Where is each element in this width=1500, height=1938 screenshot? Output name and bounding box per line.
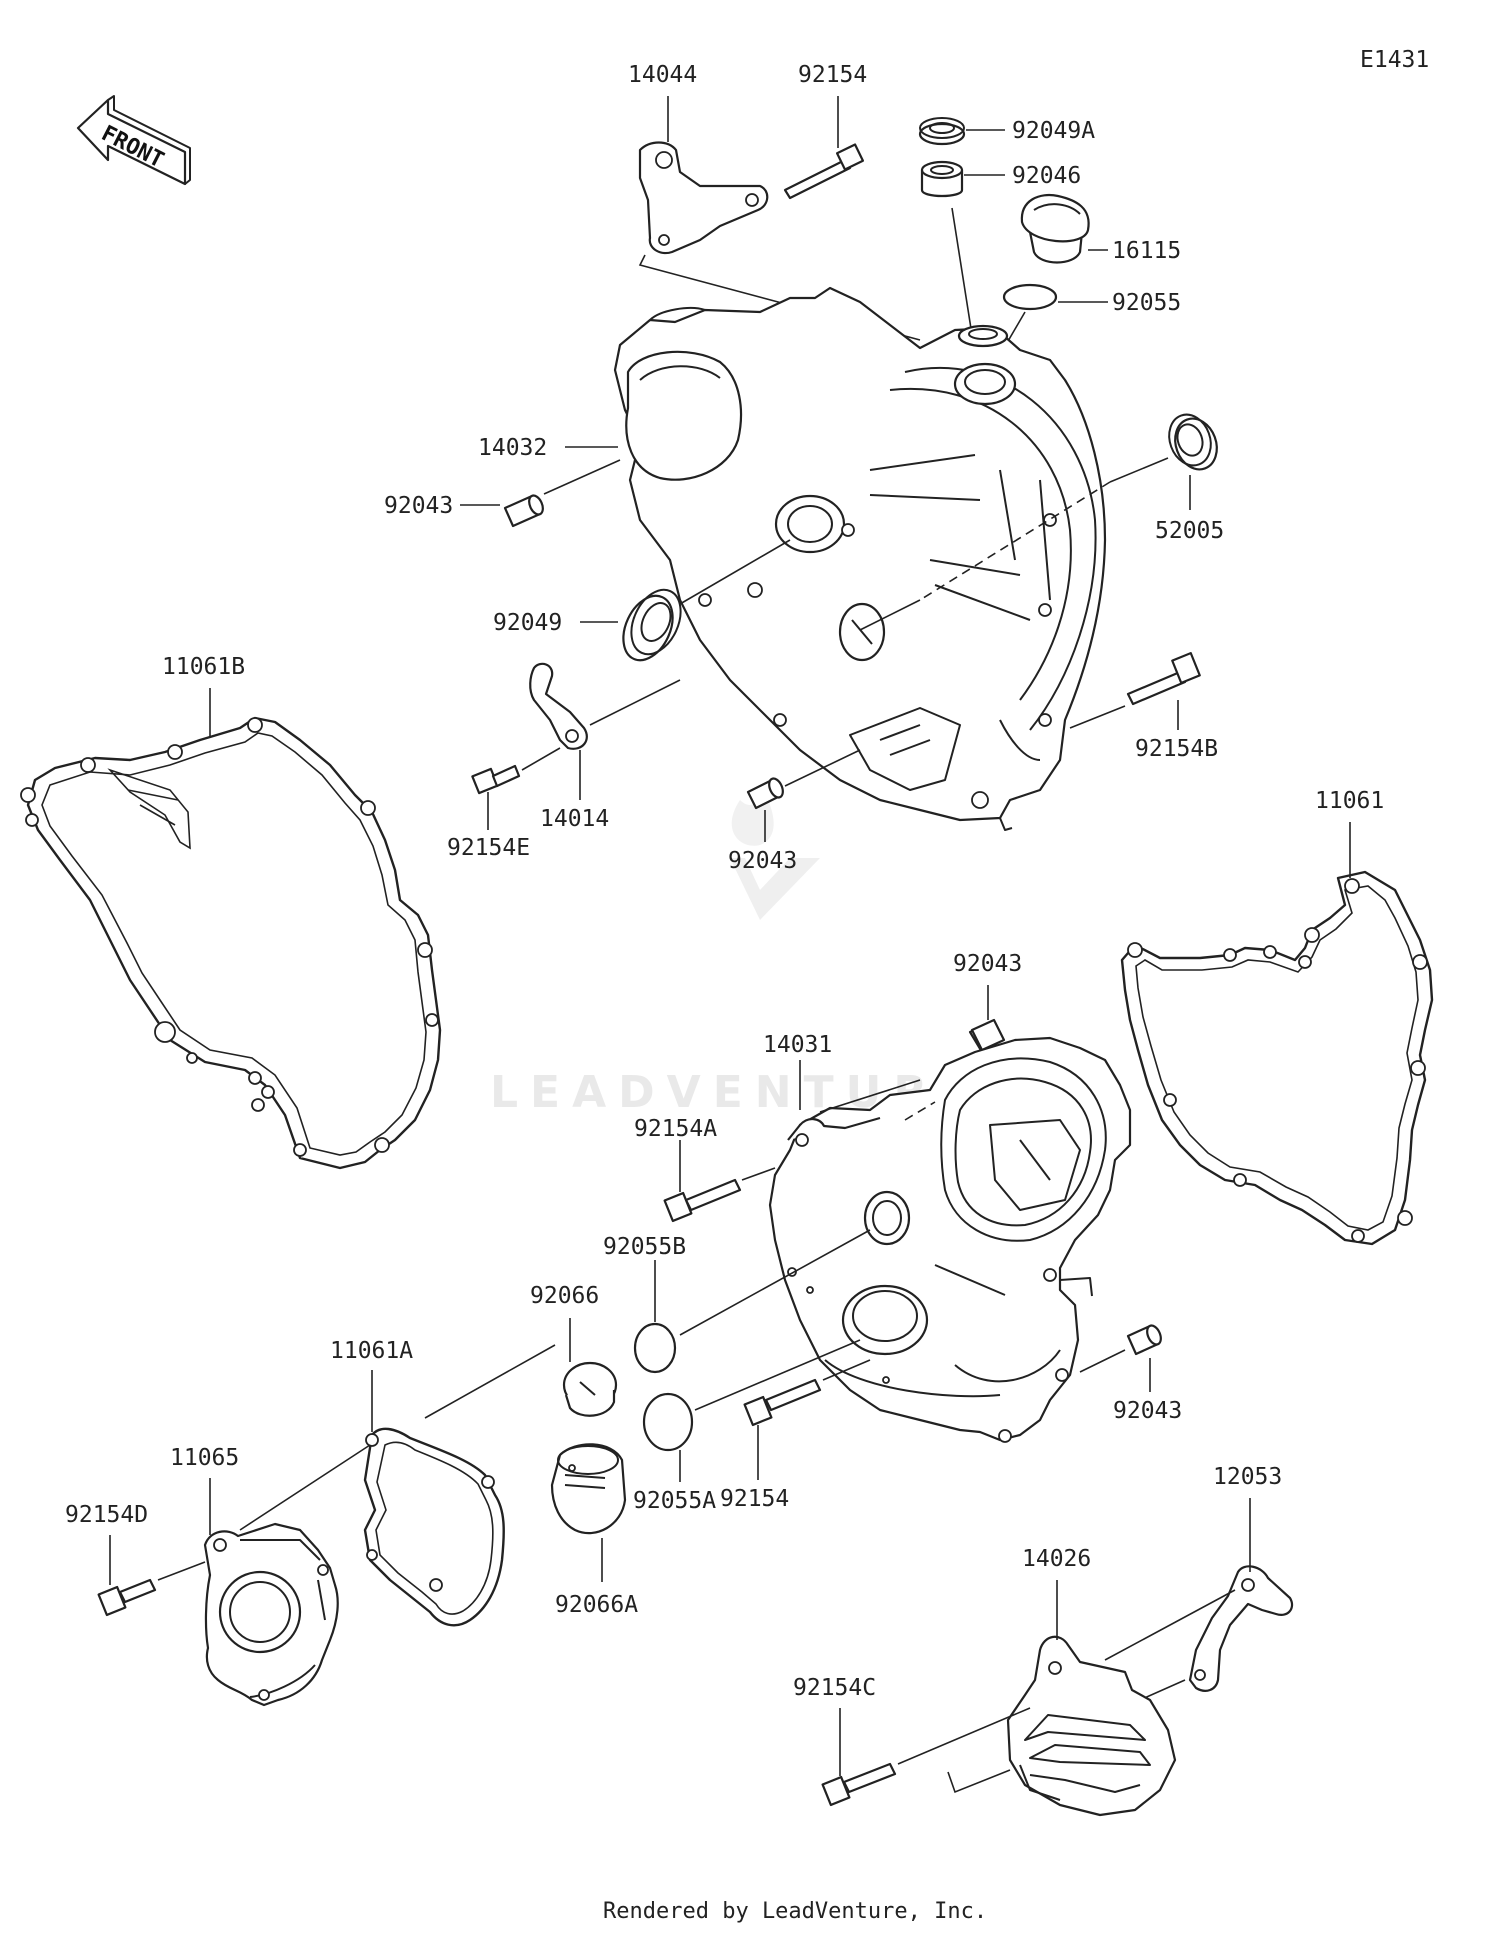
footer-credit: Rendered by LeadVenture, Inc. (603, 1899, 987, 1924)
label-92154D: 92154D (65, 1502, 148, 1528)
bolt-92154A (663, 1178, 742, 1223)
label-92043-b: 92043 (728, 848, 797, 874)
bolt-92154C (821, 1762, 897, 1807)
label-11065: 11065 (170, 1445, 239, 1471)
label-14014: 14014 (540, 806, 609, 832)
gasket-11061A (363, 1427, 505, 1627)
label-92154E: 92154E (447, 835, 530, 861)
label-14031: 14031 (763, 1032, 832, 1058)
label-14032: 14032 (478, 435, 547, 461)
bracket-14044 (638, 141, 769, 255)
oring-92055 (1002, 283, 1058, 311)
cap-16115 (1020, 193, 1090, 264)
label-14026: 14026 (1022, 1546, 1091, 1572)
oring-92055B (633, 1322, 677, 1374)
watermark: LEADVENTURE (490, 785, 969, 1118)
dowel-92043-b (746, 777, 784, 810)
dowel-92043-d (1126, 1324, 1162, 1356)
label-14044: 14044 (628, 62, 697, 88)
label-92154-mid: 92154 (720, 1486, 789, 1512)
guide-12053 (1188, 1565, 1294, 1692)
label-92055B: 92055B (603, 1234, 686, 1260)
label-92046: 92046 (1012, 163, 1081, 189)
diagram-code: E1431 (1360, 47, 1429, 73)
bolt-92154B (1126, 652, 1201, 706)
bearing-92046 (920, 160, 964, 198)
dowel-92043-a (503, 494, 544, 528)
label-11061B: 11061B (162, 654, 245, 680)
label-92154-top: 92154 (798, 62, 867, 88)
label-92154C: 92154C (793, 1675, 876, 1701)
label-92066A: 92066A (555, 1592, 638, 1618)
label-11061: 11061 (1315, 788, 1384, 814)
label-92043-d: 92043 (1113, 1398, 1182, 1424)
front-arrow-icon: FRONT (76, 95, 191, 186)
cover-14026 (1006, 1635, 1177, 1817)
bolt-92154-mid (743, 1378, 822, 1427)
label-92049: 92049 (493, 610, 562, 636)
label-92043-c: 92043 (953, 951, 1022, 977)
cover-14031 (768, 1036, 1132, 1443)
gasket-11061B (20, 716, 442, 1170)
label-12053: 12053 (1213, 1464, 1282, 1490)
label-16115: 16115 (1112, 238, 1181, 264)
seal-92049 (622, 588, 682, 662)
label-92154B: 92154B (1135, 736, 1218, 762)
bolt-92154E (471, 764, 521, 795)
seal-92049A (918, 117, 966, 146)
bolt-92154-top (783, 143, 865, 200)
bolt-92154D (97, 1578, 157, 1617)
label-92055A: 92055A (633, 1488, 716, 1514)
cover-11065 (203, 1522, 339, 1707)
label-52005: 52005 (1155, 518, 1224, 544)
label-92043-a: 92043 (384, 493, 453, 519)
plug-92066A (550, 1443, 627, 1535)
cover-14032 (613, 286, 1107, 831)
plate-14014 (529, 662, 588, 750)
label-92154A: 92154A (634, 1116, 717, 1142)
label-92049A: 92049A (1012, 118, 1095, 144)
seal-52005 (1168, 413, 1218, 471)
label-92066: 92066 (530, 1283, 599, 1309)
oring-92055A (642, 1392, 694, 1452)
gasket-11061 (1120, 870, 1434, 1246)
label-92055: 92055 (1112, 290, 1181, 316)
plug-92066 (562, 1361, 618, 1417)
label-11061A: 11061A (330, 1338, 413, 1364)
